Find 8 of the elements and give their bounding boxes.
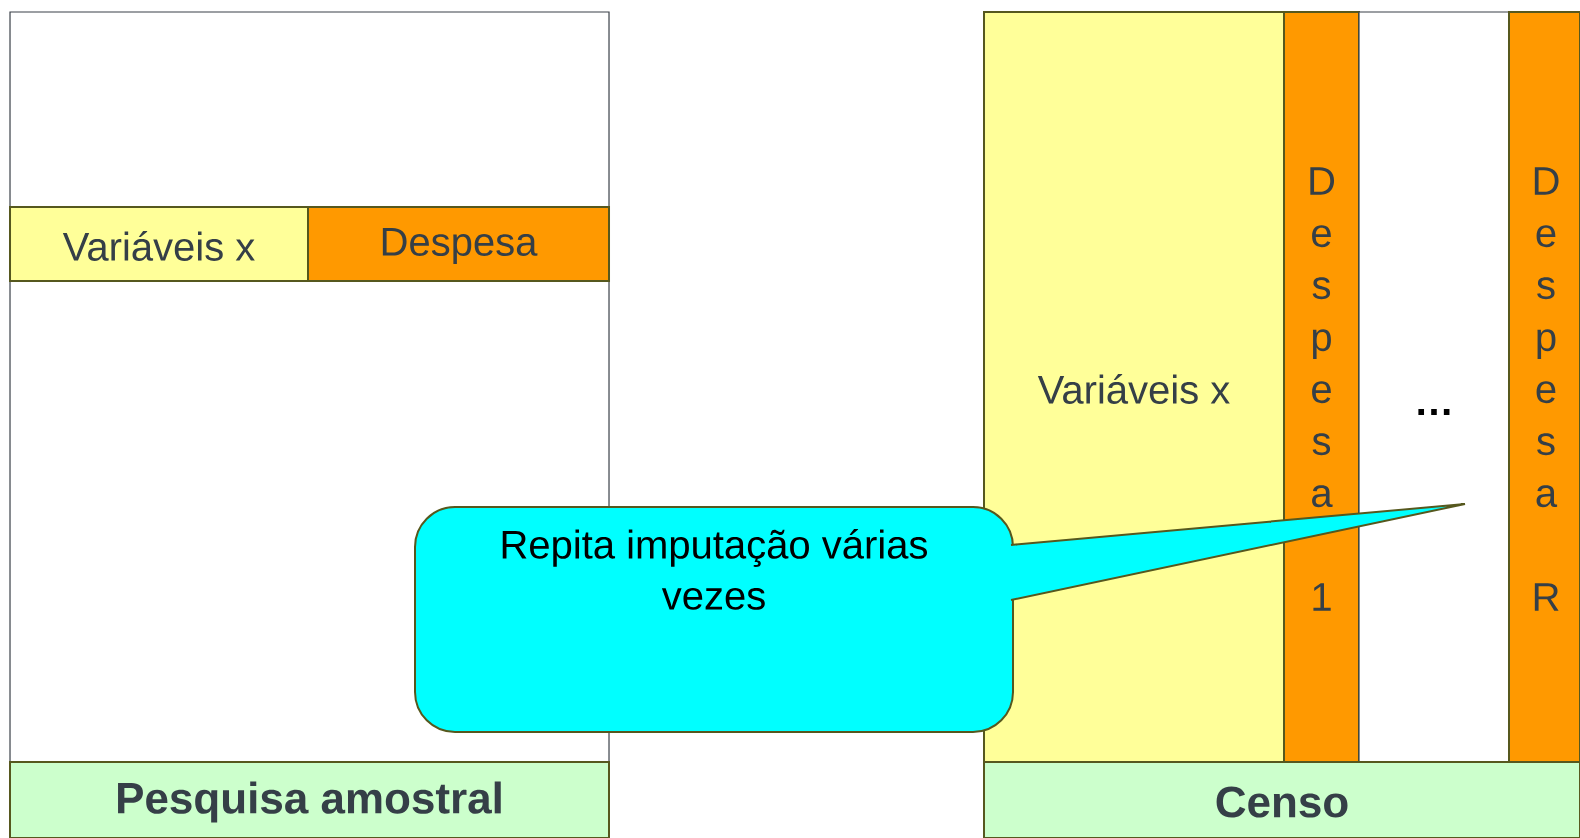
ellipsis-column: … — [1358, 11, 1510, 763]
footer-band: Censo — [983, 761, 1580, 838]
footer-band: Pesquisa amostral — [9, 761, 610, 838]
column-box: Despesa — [307, 206, 610, 282]
vertical-column-box: Despesa R — [1508, 11, 1580, 763]
column-box: Variáveis x — [983, 11, 1285, 763]
column-box: Variáveis x — [9, 206, 309, 282]
vertical-column-box: Despesa 1 — [1283, 11, 1360, 763]
